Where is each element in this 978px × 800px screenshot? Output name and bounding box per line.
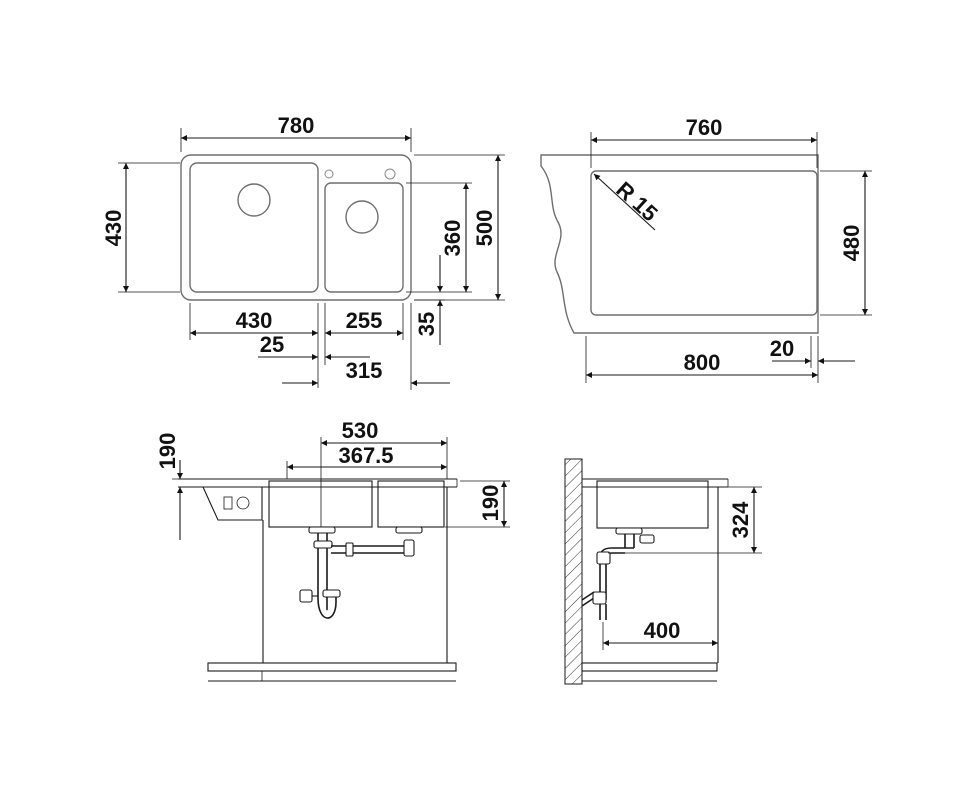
front-main-bowl — [268, 480, 373, 528]
dim-20-label: 20 — [770, 336, 794, 361]
dim-front-530: 530 — [320, 418, 448, 527]
small-bowl — [324, 182, 404, 293]
dim-190-right-label: 190 — [478, 485, 503, 522]
front-view — [178, 478, 458, 682]
side-view — [564, 458, 729, 685]
dim-324-label: 324 — [728, 501, 753, 538]
dim-offset-35: 35 — [414, 255, 445, 345]
dim-front-367-5: 367.5 — [286, 443, 447, 479]
small-drain-icon — [345, 200, 379, 234]
dim-25-label: 25 — [260, 332, 284, 357]
sink-top-view — [180, 154, 412, 301]
dim-35-label: 35 — [414, 312, 439, 336]
dim-430-width-label: 430 — [236, 308, 273, 333]
sink-outline — [180, 154, 412, 301]
dim-side-400: 400 — [602, 618, 718, 650]
side-drain-pipe — [624, 534, 635, 548]
overflow-icon — [384, 168, 396, 180]
front-drain-right — [395, 526, 423, 534]
dim-190-left-label: 190 — [155, 433, 180, 470]
dim-530-label: 530 — [342, 418, 379, 443]
main-bowl — [189, 162, 319, 293]
dim-255-label: 255 — [346, 308, 383, 333]
dim-800-label: 800 — [684, 350, 721, 375]
dim-top-width: 780 — [180, 113, 412, 152]
dim-radius: R 15 — [593, 173, 663, 231]
dim-360-label: 360 — [440, 220, 465, 257]
dim-front-190-right: 190 — [445, 480, 510, 528]
tap-hole-icon — [324, 169, 334, 179]
dim-front-190-left: 190 — [155, 433, 200, 540]
siphon-trap — [317, 596, 337, 619]
dim-gap-25: 25 — [258, 332, 370, 360]
worktop-outline — [540, 154, 819, 334]
cutout-rect — [590, 170, 818, 316]
dim-top-height: 430 — [101, 162, 180, 293]
front-small-bowl — [377, 480, 445, 528]
dim-315-label: 315 — [346, 358, 383, 383]
dim-367-5-label: 367.5 — [338, 443, 393, 468]
dim-760-label: 760 — [686, 115, 723, 140]
dim-480-label: 480 — [839, 225, 864, 262]
dim-500-label: 500 — [472, 210, 497, 247]
dim-430-height-label: 430 — [101, 210, 126, 247]
valve-icon — [223, 496, 233, 510]
dim-cut-height: 480 — [820, 170, 872, 316]
dim-r15-label: R 15 — [611, 177, 662, 227]
side-bowl — [596, 480, 709, 529]
dim-side-324: 324 — [608, 486, 762, 554]
wall-hatch — [564, 458, 583, 685]
dim-depth-360: 360 — [406, 182, 472, 293]
dim-cut-width: 760 — [590, 115, 818, 168]
knob-icon — [236, 496, 250, 510]
dim-depth-500: 500 — [414, 154, 505, 301]
dim-edge-20: 20 — [770, 336, 855, 368]
dim-780-label: 780 — [278, 113, 315, 138]
main-drain-icon — [237, 183, 271, 217]
dim-400-label: 400 — [644, 618, 681, 643]
worktop-cutout-view — [540, 154, 819, 334]
dim-offset-315: 315 — [282, 303, 450, 390]
dim-cabinet-width: 800 — [585, 336, 819, 383]
horizontal-connector — [331, 545, 404, 554]
left-ledge — [202, 486, 263, 521]
front-drain-left — [308, 526, 336, 534]
dim-bowl-widths: 430 255 — [189, 303, 404, 388]
